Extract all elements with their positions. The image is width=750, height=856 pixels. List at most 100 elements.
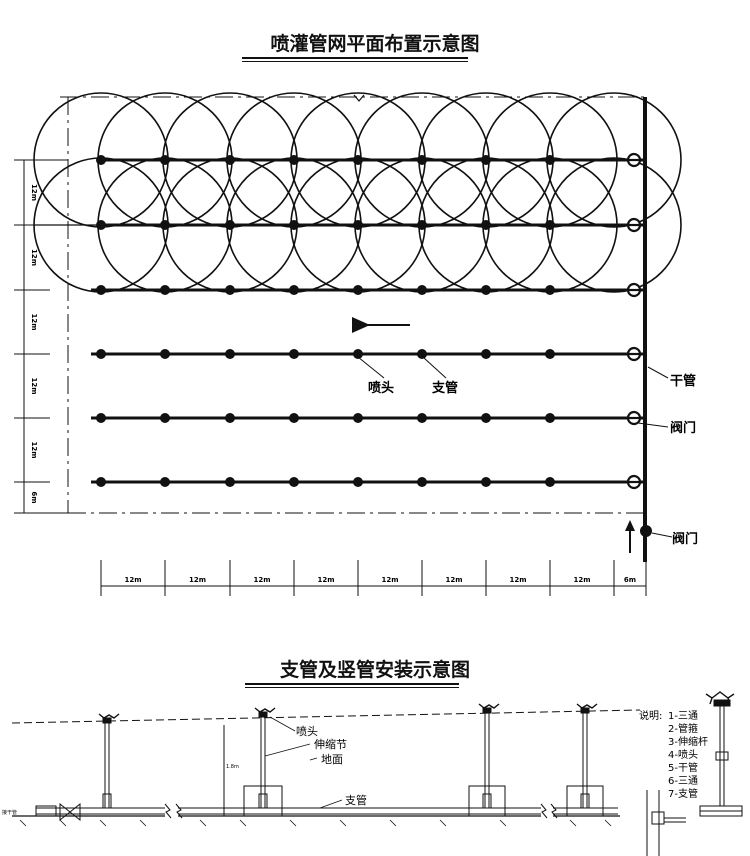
bottom-dimension-label: 12m (509, 576, 526, 584)
label-branch-pipe: 支管 (431, 380, 458, 396)
leader-lines (357, 356, 673, 538)
legend-item: 7-支管 (668, 787, 698, 800)
nozzle (160, 477, 170, 487)
left-dimension-label: 12m (30, 249, 38, 266)
main-pipe-connector (35, 805, 57, 817)
nozzle (545, 413, 555, 423)
nozzle (289, 155, 299, 165)
nozzle (545, 349, 555, 359)
bottom-dimension-label: 12m (317, 576, 334, 584)
left-dimension-label: 12m (30, 313, 38, 330)
nozzle (289, 477, 299, 487)
nozzle (160, 220, 170, 230)
nozzle (353, 413, 363, 423)
nozzle (545, 477, 555, 487)
label-ground: 地面 (321, 753, 343, 766)
nozzle (96, 349, 106, 359)
coverage-circles (33, 92, 682, 293)
legend-item: 6-三通 (668, 775, 698, 787)
valve-icon (626, 282, 642, 298)
install-title-underline-thin (245, 687, 459, 688)
nozzle (481, 155, 491, 165)
main-valve (640, 525, 652, 537)
valve-icon (626, 410, 642, 426)
riser (254, 707, 276, 809)
nozzle (160, 349, 170, 359)
left-dimension-label: 12m (30, 377, 38, 394)
left-dimension-label: 12m (30, 184, 38, 201)
nozzle (545, 155, 555, 165)
break-marks (164, 803, 558, 819)
nozzle (417, 349, 427, 359)
bottom-dimension (100, 560, 647, 596)
nozzle (481, 349, 491, 359)
left-dimension-label: 6m (30, 491, 38, 503)
branch-pipe-section (36, 807, 618, 815)
valve-icon (626, 152, 642, 168)
nozzle (289, 220, 299, 230)
branch-pipes (91, 158, 645, 484)
bottom-dimension-label: 12m (189, 576, 206, 584)
install-title-underline (245, 683, 459, 685)
plan-title: 喷灌管网平面布置示意图 (270, 33, 480, 55)
nozzle (225, 285, 235, 295)
label-valve-right: 阀门 (670, 420, 696, 436)
nozzle (96, 477, 106, 487)
install-title: 支管及竖管安装示意图 (279, 659, 470, 681)
label-telescopic: 伸缩节 (314, 738, 347, 751)
nozzle (96, 413, 106, 423)
nozzle (545, 285, 555, 295)
bottom-dimension-label: 12m (445, 576, 462, 584)
nozzle (481, 220, 491, 230)
nozzle (289, 413, 299, 423)
nozzle (289, 349, 299, 359)
nozzle (225, 220, 235, 230)
plan-title-underline (242, 57, 468, 59)
nozzle (481, 477, 491, 487)
legend-item: 1-三通 (668, 710, 698, 722)
center-mark (353, 94, 365, 102)
nozzle (417, 413, 427, 423)
nozzle (417, 285, 427, 295)
bottom-dimension-label: 6m (624, 576, 636, 584)
bottom-dimension-label: 12m (124, 576, 141, 584)
bottom-dimension-label: 12m (381, 576, 398, 584)
label-branch: 支管 (345, 793, 367, 807)
nozzle (96, 220, 106, 230)
ground-hatch (19, 819, 612, 827)
label-main-pipe-left: 接干管 (2, 809, 17, 816)
nozzle (353, 155, 363, 165)
nozzle (481, 413, 491, 423)
nozzle (96, 155, 106, 165)
branch-valves (626, 152, 642, 490)
nozzle (417, 477, 427, 487)
nozzles (96, 155, 555, 487)
valve-icon (626, 217, 642, 233)
label-height: 1.8m (226, 764, 239, 770)
nozzle (225, 349, 235, 359)
label-main-pipe: 干管 (670, 373, 696, 389)
nozzle (417, 155, 427, 165)
nozzle (160, 285, 170, 295)
nozzle (160, 155, 170, 165)
plan-title-underline-thin (242, 61, 468, 62)
nozzle (289, 285, 299, 295)
legend-title: 说明: (639, 709, 662, 722)
valve-icon (626, 346, 642, 362)
nozzle (225, 155, 235, 165)
install-leaders (264, 716, 343, 809)
nozzle (225, 477, 235, 487)
legend-item: 2-管箍 (668, 722, 698, 735)
nozzle (225, 413, 235, 423)
risers (98, 703, 598, 809)
bottom-dimension-label: 12m (573, 576, 590, 584)
sprinkler-height-line (11, 709, 641, 724)
riser-detail (646, 691, 743, 856)
nozzle (353, 285, 363, 295)
riser-boxes (243, 785, 604, 817)
legend-item: 5-干管 (668, 761, 698, 774)
